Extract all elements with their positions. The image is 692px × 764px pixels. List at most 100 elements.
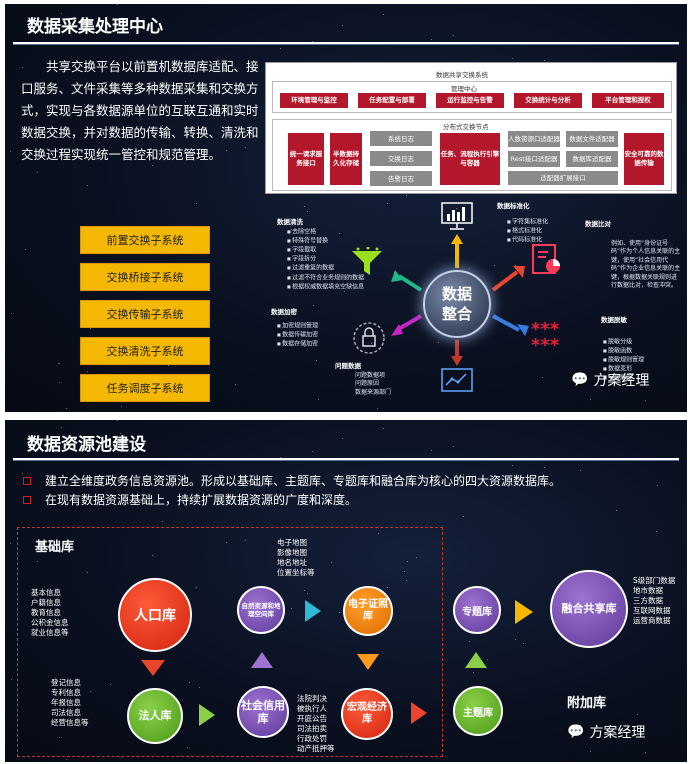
bullet-1-text: 建立全维度政务信息资源池。形成以基础库、主题库、专题库和融合库为核心的四大资源数…	[45, 474, 562, 488]
population-info-item: 公积金信息	[31, 618, 69, 627]
star	[580, 469, 582, 471]
fusion-info: S级部门数据地市数据三方数据互联网数据运营商数据	[633, 576, 675, 626]
bullet-square-icon	[23, 477, 31, 485]
dist-node-label: 分布式交换节点	[443, 123, 489, 131]
desens-item: 字段屏蔽	[603, 374, 644, 383]
standard-item: 字符集标准化	[507, 218, 548, 227]
db-resource-adapter: 人数资源口适配器	[508, 131, 560, 147]
credit-info-item: 动产抵押等	[297, 744, 335, 753]
base-library-region	[17, 527, 443, 757]
e-license-library[interactable]: 电子证照库	[343, 586, 393, 636]
database-adapter: 数据库适配器	[566, 151, 618, 167]
population-info-item: 就业信息等	[31, 628, 69, 637]
geo-info-item: 位置坐标等	[277, 568, 315, 577]
desens-item: 脱敏规则管理	[603, 356, 644, 365]
subsystem-bridge[interactable]: 交换桥接子系统	[80, 263, 210, 291]
arrow-head-encrypt	[391, 324, 403, 336]
subsystem-clean[interactable]: 交换清洗子系统	[80, 337, 210, 365]
legal-info-item: 司法信息	[51, 708, 81, 717]
fusion-info-item: 互联网数据	[633, 606, 671, 615]
arrow-head-desens	[517, 324, 529, 336]
star	[9, 543, 11, 545]
encrypt-item: 数据传输加密	[277, 331, 318, 340]
rest-adapter: Rest接口适配器	[508, 151, 560, 167]
clean-item: 字段截取	[287, 246, 364, 255]
encrypt-item: 数据存储加密	[277, 340, 318, 349]
arrow-to-clean	[397, 274, 423, 292]
extra-library-label: 附加库	[567, 696, 607, 711]
subsystem-front-exchange[interactable]: 前置交换子系统	[80, 226, 210, 254]
arrow-right-red	[411, 702, 427, 724]
legal-info-item: 年报信息	[51, 698, 81, 707]
star	[511, 465, 513, 467]
natural-resource-library[interactable]: 自然资源和地理空间库	[237, 586, 285, 634]
subsystem-transport[interactable]: 交换传输子系统	[80, 300, 210, 328]
slide-data-collection: 数据采集处理中心 共享交换平台以前置机数据库适配、接口服务、文件采集等多种数据采…	[5, 4, 687, 412]
mgmt-runtime-alarm: 运行监控与告警	[436, 93, 504, 108]
mask-row1: ***	[531, 319, 560, 340]
mask-symbol-icon: *** ***	[531, 319, 560, 356]
legal-info: 登记信息专利信息年报信息司法信息经营信息等	[51, 678, 89, 728]
bullet-2-text: 在现有数据资源基础上，持续扩展数据资源的广度和深度。	[45, 493, 358, 507]
credit-info-item: 行政处罚	[297, 734, 327, 743]
clean-item: 去除空格	[287, 228, 364, 237]
slide1-title: 数据采集处理中心	[27, 17, 163, 37]
star	[656, 531, 658, 533]
social-credit-library[interactable]: 社会信用库	[237, 686, 289, 738]
clean-item: 过滤不符合业务规则的数据	[287, 274, 364, 283]
semi-persistent-storage: 半数据持久化存储	[330, 133, 362, 185]
arrow-right-cyan	[305, 600, 321, 622]
theme-library[interactable]: 主题库	[453, 686, 503, 736]
standard-item: 格式标准化	[507, 227, 548, 236]
slide-resource-pool: 数据资源池建设 建立全维度政务信息资源池。形成以基础库、主题库、专题库和融合库为…	[5, 420, 687, 762]
clean-item: 特殊符号替换	[287, 237, 364, 246]
arrow-right-yellow	[515, 600, 533, 624]
watermark: 💬 方案经理	[567, 722, 645, 742]
credit-info-item: 被执行人	[297, 704, 327, 713]
mgmt-task-config: 任务配置与部署	[358, 93, 426, 108]
standard-title: 数据标准化	[497, 202, 530, 210]
macro-economy-library[interactable]: 宏观经济库	[341, 688, 393, 740]
base-library-label: 基础库	[35, 540, 75, 555]
legal-info-item: 登记信息	[51, 678, 81, 687]
file-adapter: 数据文件适配器	[566, 131, 618, 147]
population-info: 基本信息户籍信息教育信息公积金信息就业信息等	[31, 588, 69, 638]
arrow-to-encrypt	[395, 314, 423, 332]
unified-request-interface: 统一请求服务接口	[288, 133, 324, 185]
desens-title: 数据脱敏	[601, 316, 627, 324]
mask-row2: ***	[531, 335, 560, 356]
desens-items: 脱敏分级脱敏函数脱敏规则管理数据变形字段屏蔽	[603, 338, 644, 384]
arrow-down-red	[141, 660, 165, 676]
clean-title: 数据清洗	[277, 218, 303, 226]
compare-text: 例如、使用“身份证号码”作为个人信息关联的主键，使用“社会信用代码”作为企业信息…	[611, 240, 681, 290]
wechat-icon: 💬	[571, 372, 589, 388]
arrow-head-clean	[391, 270, 403, 282]
geo-info: 电子地图影像地图地名地址位置坐标等	[277, 538, 315, 578]
special-library[interactable]: 专题库	[453, 586, 501, 634]
bullet-2: 在现有数据资源基础上，持续扩展数据资源的广度和深度。	[23, 491, 357, 508]
arrow-down-orange	[357, 654, 379, 670]
star	[590, 751, 592, 753]
population-library[interactable]: 人口库	[118, 578, 192, 652]
star	[162, 521, 164, 523]
filter-icon	[347, 244, 387, 280]
wechat-icon: 💬	[567, 724, 585, 740]
star	[472, 672, 474, 674]
arrow-to-compare	[491, 270, 519, 292]
arrow-up-green	[465, 652, 487, 668]
credit-info-item: 司法拍卖	[297, 724, 327, 733]
title-divider	[13, 42, 679, 44]
exchange-architecture-diagram: 数据共享交换系统 管理中心 环境管理与监控 任务配置与部署 运行监控与告警 交换…	[265, 62, 677, 194]
hub-line1: 数据	[441, 285, 472, 303]
integration-arrows	[391, 234, 529, 366]
star	[616, 510, 618, 512]
fusion-info-item: 运营商数据	[633, 616, 671, 625]
desens-item: 脱敏函数	[603, 347, 644, 356]
star	[544, 466, 546, 468]
subsystem-scheduler[interactable]: 任务调度子系统	[80, 374, 210, 402]
arrow-to-desens	[492, 314, 520, 332]
fusion-shared-library[interactable]: 融合共享库	[550, 570, 628, 648]
mgmt-platform-auth: 平台管理和授权	[592, 93, 664, 108]
star	[430, 449, 432, 451]
legal-library[interactable]: 法人库	[127, 688, 183, 744]
